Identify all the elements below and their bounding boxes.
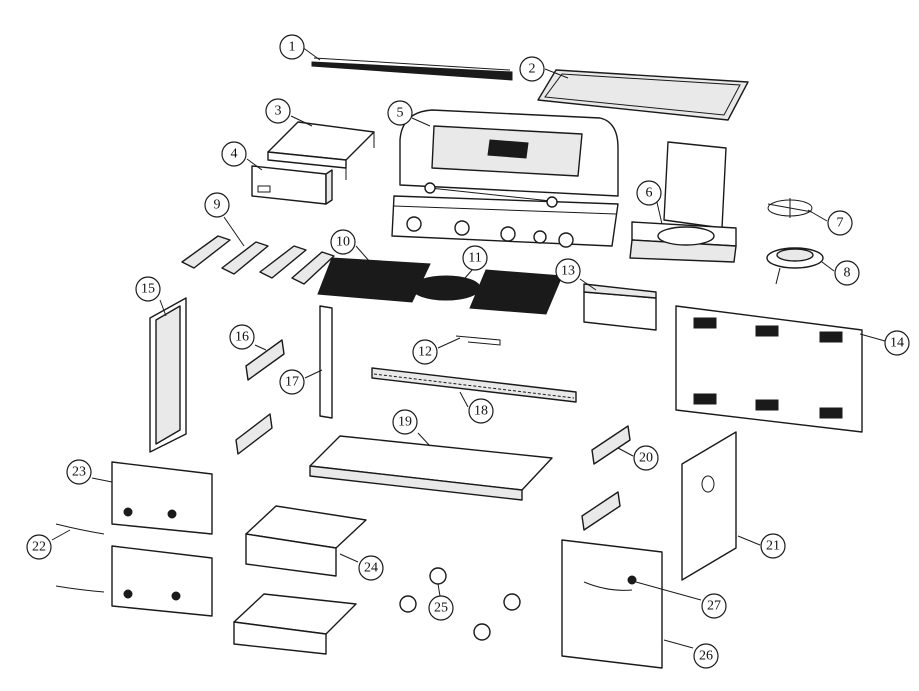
callout-11: 11 (462, 245, 488, 271)
part-6-side-burner (629, 141, 737, 263)
part-13-drip-tray (583, 283, 657, 331)
callout-label: 1 (289, 40, 296, 55)
part-14-back-panel (675, 305, 863, 433)
callout-label: 26 (699, 649, 713, 664)
part-21-right-side-panel (681, 431, 737, 581)
part-10-cooking-grates (317, 257, 563, 315)
callout-6: 6 (636, 180, 662, 206)
callout-label: 18 (474, 404, 488, 419)
callout-label: 5 (397, 106, 404, 121)
callout-label: 7 (837, 216, 844, 231)
callout-label: 10 (336, 235, 350, 250)
callout-18: 18 (468, 398, 494, 424)
callout-label: 27 (707, 599, 721, 614)
part-20-brackets (581, 425, 631, 531)
part-11-round-insert (411, 275, 481, 301)
callout-22: 22 (26, 534, 52, 560)
callout-5: 5 (387, 100, 413, 126)
callout-label: 9 (214, 198, 221, 213)
callout-24: 24 (358, 555, 384, 581)
callout-label: 17 (285, 375, 299, 390)
callout-26: 26 (693, 643, 719, 669)
callout-2: 2 (519, 56, 545, 82)
callout-label: 24 (364, 561, 378, 576)
callout-8: 8 (834, 260, 860, 286)
callout-10: 10 (330, 229, 356, 255)
callout-7: 7 (827, 210, 853, 236)
callout-label: 8 (844, 266, 851, 281)
callout-21: 21 (760, 533, 786, 559)
part-17-post (319, 305, 333, 419)
part-12-bracket (455, 335, 501, 346)
callout-3: 3 (265, 98, 291, 124)
callout-label: 16 (235, 330, 249, 345)
part-24-drawers (233, 505, 367, 655)
callout-label: 23 (72, 465, 86, 480)
part-25-casters (399, 567, 521, 641)
callout-label: 15 (141, 282, 155, 297)
part-2-glass-panel (537, 69, 749, 121)
callout-label: 4 (231, 147, 238, 162)
callout-20: 20 (633, 445, 659, 471)
callout-label: 12 (418, 345, 432, 360)
callout-16: 16 (229, 324, 255, 350)
part-3-warming-cover (267, 121, 375, 180)
part-1-rail (311, 57, 513, 81)
callout-label: 21 (766, 539, 780, 554)
callout-25: 25 (428, 595, 454, 621)
part-26-right-door (561, 539, 663, 669)
part-8-burner-head (766, 247, 824, 285)
callout-15: 15 (135, 276, 161, 302)
part-7-pan-support (767, 198, 813, 218)
callout-label: 3 (275, 104, 282, 119)
callout-label: 22 (32, 540, 46, 555)
callout-19: 19 (392, 409, 418, 435)
callout-13: 13 (555, 258, 581, 284)
callout-14: 14 (884, 330, 910, 356)
callout-4: 4 (221, 141, 247, 167)
callout-label: 6 (646, 186, 653, 201)
callout-23: 23 (66, 459, 92, 485)
callout-label: 13 (561, 264, 575, 279)
part-4-control-box (251, 165, 333, 205)
callout-label: 2 (529, 62, 536, 77)
part-5-grill-head (391, 109, 619, 248)
callout-label: 11 (468, 251, 481, 266)
callout-label: 14 (890, 336, 904, 351)
part-22-door-handles (55, 523, 105, 593)
part-16-brackets (235, 339, 285, 455)
part-15-left-side-frame (149, 297, 187, 453)
callout-17: 17 (279, 369, 305, 395)
part-18-long-rail (371, 367, 577, 403)
part-23-left-doors (111, 461, 213, 617)
callout-9: 9 (204, 192, 230, 218)
callout-27: 27 (701, 593, 727, 619)
callout-label: 20 (639, 451, 653, 466)
callout-1: 1 (279, 34, 305, 60)
part-9-flame-tamers (181, 235, 335, 285)
callout-label: 25 (434, 601, 448, 616)
part-27-door-knob (627, 575, 637, 585)
part-19-bottom-shelf (309, 435, 553, 501)
callout-12: 12 (412, 339, 438, 365)
callout-label: 19 (398, 415, 412, 430)
